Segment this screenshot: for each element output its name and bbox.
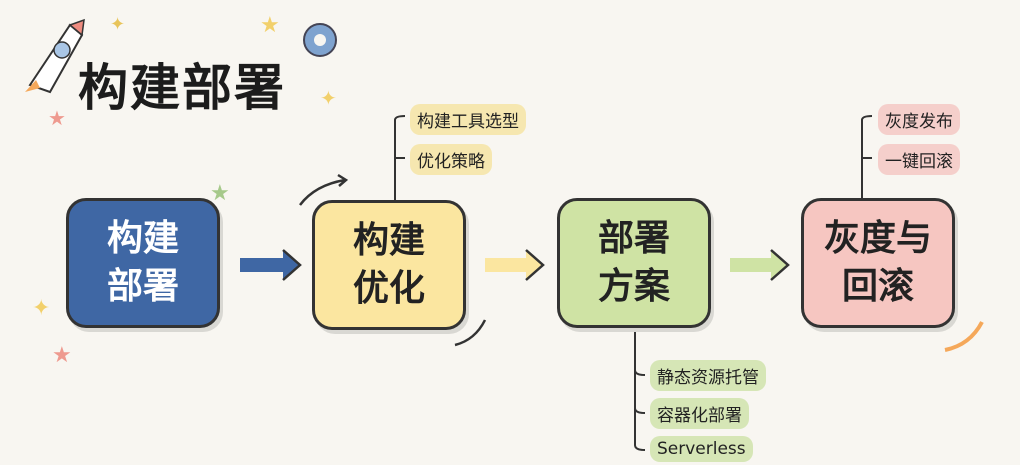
node-label: 回滚 bbox=[841, 266, 914, 307]
node-label: 灰度与 bbox=[823, 218, 932, 259]
node-build-optimize: 构建优化 bbox=[312, 200, 466, 330]
star-icon: ★ bbox=[52, 343, 72, 368]
node-label: 构建 bbox=[106, 218, 179, 259]
branch-tag: 静态资源托管 bbox=[650, 360, 766, 391]
star-icon: ✦ bbox=[320, 86, 337, 110]
branch-tag: 灰度发布 bbox=[878, 104, 960, 135]
branch-connectors bbox=[394, 115, 873, 451]
gear-icon bbox=[303, 23, 337, 57]
star-icon: ★ bbox=[210, 181, 230, 206]
page-title: 构建部署 bbox=[78, 59, 286, 117]
node-build-deploy: 构建部署 bbox=[66, 198, 220, 328]
node-label: 构建 bbox=[352, 220, 425, 261]
branch-tag: 构建工具选型 bbox=[410, 104, 526, 135]
star-icon: ★ bbox=[260, 13, 280, 38]
flow-arrows bbox=[240, 173, 984, 352]
branch-tag: 一键回滚 bbox=[878, 144, 960, 175]
branch-tag: 容器化部署 bbox=[650, 398, 749, 429]
node-label: 优化 bbox=[352, 268, 425, 309]
node-label: 部署 bbox=[106, 266, 179, 307]
star-icon: ✦ bbox=[32, 296, 50, 321]
node-label: 方案 bbox=[597, 266, 670, 307]
rocket-icon bbox=[25, 18, 85, 94]
branch-tag: Serverless bbox=[650, 436, 753, 462]
node-label: 部署 bbox=[597, 218, 670, 259]
star-icon: ✦ bbox=[110, 14, 125, 35]
node-deploy-plan: 部署方案 bbox=[557, 198, 711, 328]
star-icon: ★ bbox=[48, 106, 66, 130]
node-gray-rollback: 灰度与回滚 bbox=[801, 198, 955, 328]
branch-tag: 优化策略 bbox=[410, 144, 492, 175]
